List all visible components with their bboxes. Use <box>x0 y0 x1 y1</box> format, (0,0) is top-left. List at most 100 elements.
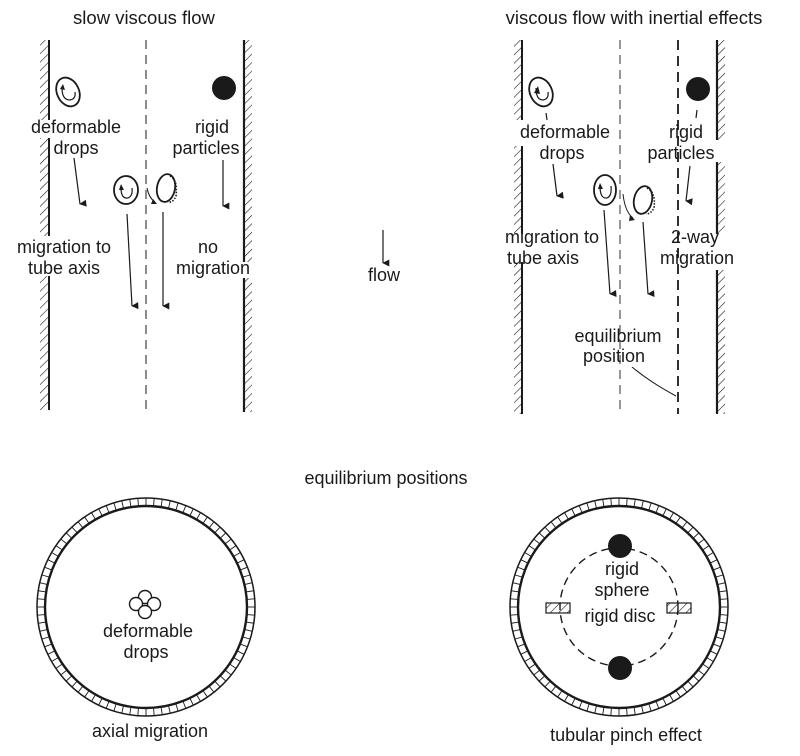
cross-section-tubular-pinch: rigid sphere rigid disc tubular pinch ef… <box>509 497 729 745</box>
tube-wall-right <box>242 40 252 412</box>
wall-tick <box>514 574 523 578</box>
wall-tick <box>214 526 221 534</box>
wall-tick <box>51 657 59 662</box>
wall-tick <box>55 545 63 551</box>
wall-tick <box>160 499 163 508</box>
wall-tick <box>602 706 605 715</box>
wall-tick <box>219 532 227 539</box>
rigid-sphere-icon <box>608 534 632 558</box>
label-rigid: rigid <box>669 122 703 142</box>
wall-tick <box>219 675 227 682</box>
label-position: position <box>583 346 645 366</box>
wall-tick <box>214 680 221 688</box>
arrow-migration-to-axis <box>126 213 139 310</box>
wall-tick <box>160 706 163 715</box>
wall-tick <box>610 707 612 716</box>
wall-tick <box>550 685 557 693</box>
wall-tick <box>65 675 73 682</box>
flow-label: flow <box>368 265 401 285</box>
caption-axial-migration: axial migration <box>92 721 208 741</box>
wall-tick <box>697 538 705 545</box>
deformable-drop-icon <box>593 174 617 206</box>
wall-tick <box>113 502 117 511</box>
wall-tick <box>202 690 208 698</box>
label-migration-to: migration to <box>17 237 111 257</box>
wall-tick <box>229 545 237 551</box>
wall-tick <box>586 703 590 712</box>
wall-tick <box>39 582 48 585</box>
wall-tick <box>524 552 532 557</box>
wall-tick <box>84 516 90 524</box>
wall-tick <box>517 566 526 571</box>
wall-tick <box>510 614 519 616</box>
label-deformable: deformable <box>31 117 121 137</box>
wall-tick <box>697 669 705 676</box>
wall-tick <box>512 629 521 632</box>
wall-tick <box>153 498 155 507</box>
label-migration: migration <box>176 258 250 278</box>
label-drops: drops <box>539 143 584 163</box>
flow-indicator: flow <box>368 230 401 285</box>
section-title: equilibrium positions <box>304 468 467 488</box>
wall-tick <box>60 538 68 545</box>
wall-tick <box>528 545 536 551</box>
tube-wall-ring <box>36 497 256 717</box>
deformable-drop-icon <box>113 175 139 205</box>
wall-tick <box>626 707 628 716</box>
label-equilibrium: equilibrium <box>574 326 661 346</box>
wall-tick <box>246 598 255 600</box>
rigid-disc-icon <box>622 185 656 221</box>
wall-tick <box>236 650 245 655</box>
wall-tick <box>692 675 700 682</box>
panel-slow-viscous-flow: slow viscous flow deformable drop <box>17 7 252 412</box>
wall-tick <box>648 502 652 511</box>
label-rigid-disc: rigid disc <box>584 606 655 626</box>
wall-tick <box>224 538 232 545</box>
wall-tick <box>709 650 718 655</box>
wall-tick <box>571 697 576 706</box>
wall-tick <box>242 636 251 640</box>
caption-tubular-pinch-effect: tubular pinch effect <box>550 725 702 745</box>
wall-tick <box>669 694 674 702</box>
wall-tick <box>105 505 110 514</box>
wall-tick <box>121 705 124 714</box>
wall-tick <box>44 643 53 648</box>
wall-tick <box>71 526 78 534</box>
wall-tick <box>706 552 714 557</box>
wall-tick <box>641 500 644 509</box>
wall-tick <box>578 505 583 514</box>
wall-tick <box>208 521 215 529</box>
wall-tick <box>60 669 68 676</box>
rigid-sphere-icon <box>608 656 632 680</box>
wall-tick <box>98 508 103 517</box>
label-sphere: sphere <box>594 580 649 600</box>
wall-tick <box>224 669 232 676</box>
arrow-2-way-migration <box>642 221 655 298</box>
wall-tick <box>511 621 520 624</box>
wall-tick <box>512 582 521 585</box>
wall-tick <box>51 552 59 557</box>
wall-tick <box>715 636 724 640</box>
wall-tick <box>38 621 47 624</box>
label-deformable: deformable <box>103 621 193 641</box>
wall-tick <box>719 614 728 616</box>
label-drops: drops <box>123 642 168 662</box>
wall-tick <box>681 685 688 693</box>
arrow-migration-to-axis <box>603 209 617 298</box>
wall-tick <box>137 498 139 507</box>
wall-tick <box>594 705 597 714</box>
wall-tick <box>113 703 117 712</box>
wall-tick <box>39 629 48 632</box>
wall-tick <box>669 512 674 520</box>
label-tube-axis: tube axis <box>28 258 100 278</box>
wall-tick <box>514 636 523 640</box>
wall-tick <box>648 703 652 712</box>
wall-tick <box>245 621 254 624</box>
rigid-disc-icon <box>545 602 571 614</box>
label-rigid: rigid <box>605 559 639 579</box>
wall-tick <box>702 545 710 551</box>
wall-tick <box>586 502 590 511</box>
wall-tick <box>641 705 644 714</box>
wall-tick <box>544 526 551 534</box>
wall-tick <box>511 590 520 593</box>
